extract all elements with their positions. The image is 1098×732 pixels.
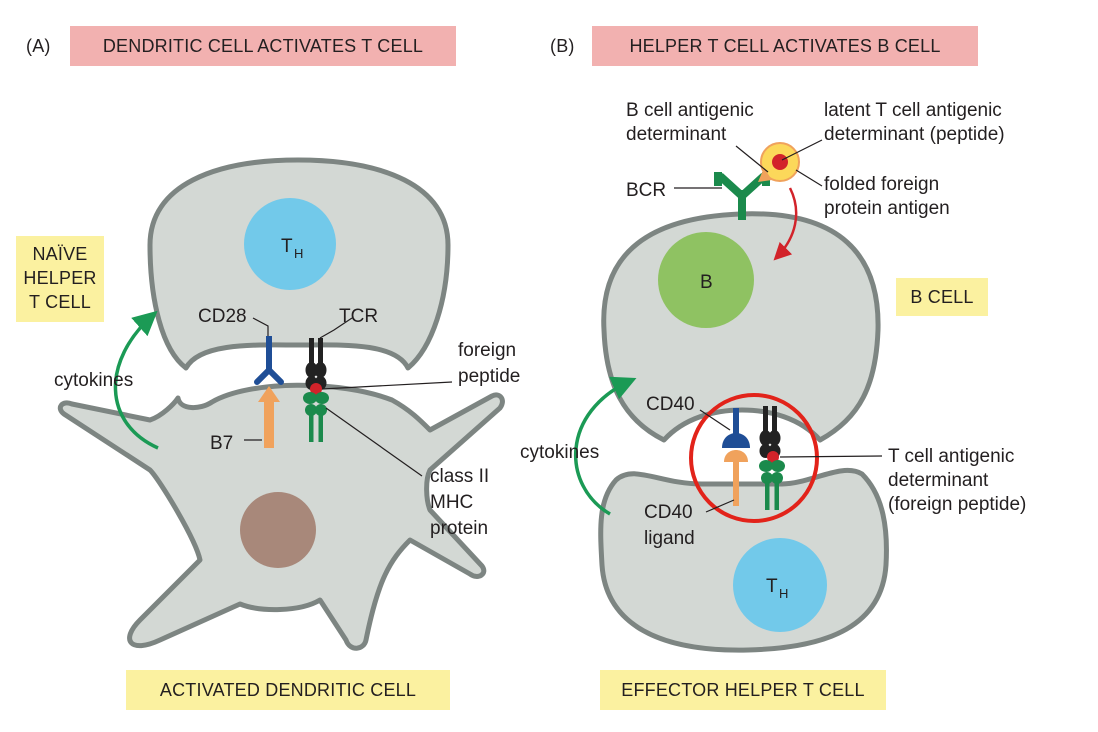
cytokines-label-a: cytokines <box>54 370 133 391</box>
panel-b: (B) HELPER T CELL ACTIVATES B CELL B T H <box>520 26 1026 710</box>
t-determinant-label-2: determinant <box>888 470 989 491</box>
cd28-leader <box>252 317 269 336</box>
panel-b-letter: (B) <box>550 36 575 56</box>
t-cell-nucleus-a <box>244 198 336 290</box>
t-cell-nucleus-b <box>733 538 827 632</box>
panel-b-title: HELPER T CELL ACTIVATES B CELL <box>629 36 940 56</box>
t-nucleus-b-sub: H <box>779 586 788 601</box>
t-nucleus-a-sub: H <box>294 246 303 261</box>
mhc-label-3: protein <box>430 518 488 539</box>
naive-t-cell-label-2: HELPER <box>23 268 96 288</box>
folded-antigen <box>758 142 800 182</box>
mhc-label-2: MHC <box>430 492 473 513</box>
cd40-ligand <box>724 450 748 506</box>
cd40-ligand-label-2: ligand <box>644 528 695 549</box>
b-determinant-label-1: B cell antigenic <box>626 100 754 121</box>
cd28-receptor <box>254 336 284 385</box>
b-cell-nucleus <box>658 232 754 328</box>
foreign-peptide-a <box>310 383 322 395</box>
panel-a-letter: (A) <box>26 36 51 56</box>
synapse-highlight-circle <box>689 393 819 523</box>
mhc-leader <box>325 407 423 477</box>
latent-determinant-label-2: determinant (peptide) <box>824 124 1005 145</box>
t-nucleus-b-letter: T <box>766 576 778 597</box>
folded-antigen-leader <box>795 169 823 187</box>
panel-b-title-bg <box>592 26 978 66</box>
b-nucleus-label: B <box>700 272 713 293</box>
cd40-label: CD40 <box>646 394 695 415</box>
cytokines-arrow-a <box>113 310 159 450</box>
t-determinant-leader <box>779 455 883 458</box>
naive-t-cell-label-1: NAÏVE <box>32 244 87 264</box>
latent-determinant-label-1: latent T cell antigenic <box>824 100 1002 121</box>
dendritic-label-bg <box>126 670 450 710</box>
panel-a-title-bg <box>70 26 456 66</box>
b-determinant-leader <box>735 145 769 173</box>
tcr-leader <box>319 317 353 339</box>
effector-t-cell-label-bg <box>600 670 886 710</box>
folded-antigen-label-2: protein antigen <box>824 198 950 219</box>
folded-antigen-label-1: folded foreign <box>824 174 939 195</box>
panel-a: (A) DENDRITIC CELL ACTIVATES T CELL T H <box>16 26 520 710</box>
dendritic-label: ACTIVATED DENDRITIC CELL <box>160 680 416 700</box>
cytokines-arrow-b <box>573 376 637 516</box>
peptide-leader-a <box>321 381 453 390</box>
naive-t-cell-label-bg <box>16 236 104 322</box>
dendritic-cell-nucleus <box>240 492 316 568</box>
t-nucleus-a-letter: T <box>281 236 293 257</box>
foreign-peptide-label-1: foreign <box>458 340 516 361</box>
cytokines-label-b: cytokines <box>520 442 599 463</box>
latent-determinant-leader <box>781 139 823 161</box>
t-determinant-label-3: (foreign peptide) <box>888 494 1026 515</box>
t-determinant-label-1: T cell antigenic <box>888 446 1014 467</box>
tcr-label: TCR <box>339 306 378 327</box>
cd28-label: CD28 <box>198 306 247 327</box>
naive-t-cell-label-3: T CELL <box>29 292 91 312</box>
foreign-peptide-label-2: peptide <box>458 366 520 387</box>
b7-ligand <box>258 386 280 448</box>
internalization-arrow <box>773 187 798 261</box>
cd40-leader <box>699 409 731 431</box>
b7-label: B7 <box>210 433 233 454</box>
b-cell-label: B CELL <box>910 287 973 307</box>
b-cell-label-bg <box>896 278 988 316</box>
effector-t-cell-label: EFFECTOR HELPER T CELL <box>621 680 864 700</box>
cd40-ligand-leader <box>705 499 735 513</box>
foreign-peptide-b <box>767 451 779 463</box>
b-determinant-label-2: determinant <box>626 124 727 145</box>
cd40-receptor <box>722 408 750 448</box>
mhc-label-1: class II <box>430 466 489 487</box>
panel-a-title: DENDRITIC CELL ACTIVATES T CELL <box>103 36 423 56</box>
bcr-label: BCR <box>626 180 666 201</box>
cd40-ligand-label-1: CD40 <box>644 502 693 523</box>
